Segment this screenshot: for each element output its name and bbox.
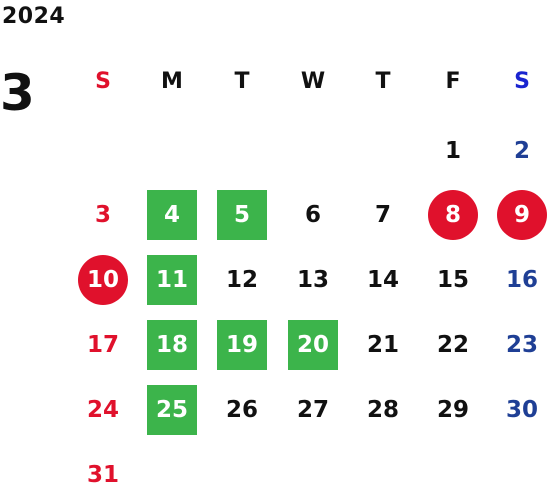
day-3: 3 [94,202,111,228]
day-1: 1 [444,138,461,164]
weekday-monday: M [161,69,183,94]
day-10: 10 [78,255,128,305]
day-22: 22 [436,332,469,358]
weekday-tuesday: T [234,69,250,94]
year-label: 2024 [2,4,66,29]
day-15: 15 [436,267,469,293]
day-30: 30 [505,397,538,423]
day-8: 8 [428,190,478,240]
day-29: 29 [436,397,469,423]
weekday-wednesday: W [300,69,326,94]
day-28: 28 [366,397,399,423]
weekday-friday: F [445,69,461,94]
day-23: 23 [505,332,538,358]
day-13: 13 [296,267,329,293]
day-18: 18 [147,320,197,370]
day-4: 4 [147,190,197,240]
day-16: 16 [505,267,538,293]
day-6: 6 [304,202,321,228]
day-5: 5 [217,190,267,240]
day-7: 7 [374,202,391,228]
month-number: 3 [0,64,35,122]
day-31: 31 [86,462,119,488]
day-19: 19 [217,320,267,370]
day-14: 14 [366,267,399,293]
weekday-saturday: S [514,69,530,94]
day-21: 21 [366,332,399,358]
day-24: 24 [86,397,119,423]
day-17: 17 [86,332,119,358]
day-27: 27 [296,397,329,423]
day-20: 20 [288,320,338,370]
day-26: 26 [225,397,258,423]
weekday-header: S M T W T F S [0,62,548,102]
weekday-thursday: T [375,69,391,94]
day-12: 12 [225,267,258,293]
day-9: 9 [497,190,547,240]
day-25: 25 [147,385,197,435]
weekday-sunday: S [95,69,111,94]
day-11: 11 [147,255,197,305]
day-2: 2 [513,138,530,164]
